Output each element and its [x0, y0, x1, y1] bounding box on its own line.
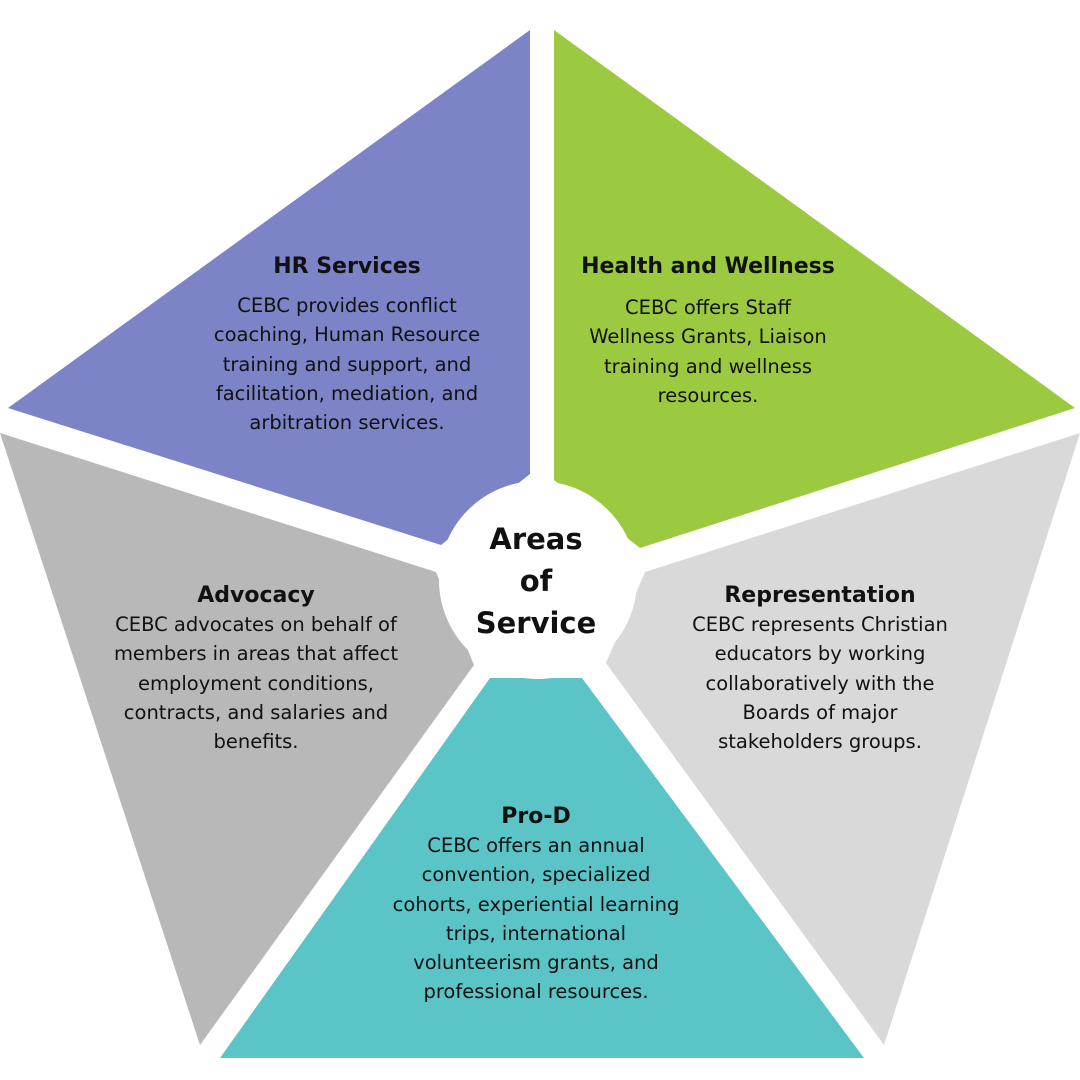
- section-description-line: CEBC advocates on behalf of: [115, 613, 397, 636]
- section-description-line: collaboratively with the: [705, 671, 935, 695]
- section-description-line: arbitration services.: [249, 411, 445, 435]
- section-description-line: Wellness Grants, Liaison: [589, 325, 827, 349]
- section-description-line: facilitation, mediation, and: [215, 381, 479, 405]
- center-label-line: of: [519, 564, 553, 598]
- center-label-line: Areas: [489, 522, 583, 556]
- section-description-line: CEBC provides conflict: [237, 294, 457, 317]
- section-description-line: benefits.: [213, 730, 299, 754]
- section-title: Advocacy: [197, 583, 315, 608]
- section-description-line: coaching, Human Resource: [213, 323, 481, 347]
- pro-d-block: Pro-D CEBC offers an annual convention, …: [371, 802, 701, 1007]
- section-description-line: stakeholders groups.: [718, 730, 922, 754]
- section-description-line: resources.: [657, 383, 759, 407]
- health-and-wellness-block: Health and Wellness CEBC offers Staff We…: [548, 252, 868, 410]
- section-title: HR Services: [273, 254, 421, 279]
- section-description-line: members in areas that affect: [113, 642, 399, 666]
- section-description-line: contracts, and salaries and: [123, 700, 389, 724]
- section-description-line: CEBC represents Christian: [692, 613, 948, 636]
- center-label-line: Service: [475, 606, 597, 640]
- advocacy-segment: [0, 433, 474, 1045]
- section-description-line: CEBC offers an annual: [427, 834, 645, 857]
- section-title: Health and Wellness: [581, 254, 835, 279]
- section-description-line: training and wellness: [603, 354, 813, 378]
- hr-services-block: HR Services CEBC provides conflict coach…: [187, 252, 507, 437]
- center-circle: [439, 481, 637, 679]
- representation-block: Representation CEBC represents Christian…: [665, 581, 975, 756]
- section-description-line: professional resources.: [423, 980, 649, 1004]
- pro-d-segment: [220, 678, 864, 1058]
- section-description-line: educators by working: [714, 642, 926, 666]
- section-description-line: Boards of major: [742, 700, 898, 724]
- section-title: Representation: [724, 583, 916, 608]
- section-title: Pro-D: [501, 804, 571, 829]
- advocacy-block: Advocacy CEBC advocates on behalf of mem…: [91, 581, 421, 756]
- representation-segment: [606, 433, 1080, 1045]
- section-description-line: cohorts, experiential learning: [392, 892, 680, 916]
- section-description-line: employment conditions,: [138, 671, 374, 695]
- center-label: Areas of Service: [466, 518, 606, 644]
- section-description-line: volunteerism grants, and: [413, 951, 659, 975]
- health-and-wellness-segment: [554, 30, 1075, 548]
- section-description-line: CEBC offers Staff: [625, 296, 791, 319]
- section-description-line: convention, specialized: [421, 863, 651, 887]
- hr-services-segment: [8, 30, 530, 545]
- section-description-line: trips, international: [445, 921, 627, 945]
- section-description-line: training and support, and: [222, 352, 472, 376]
